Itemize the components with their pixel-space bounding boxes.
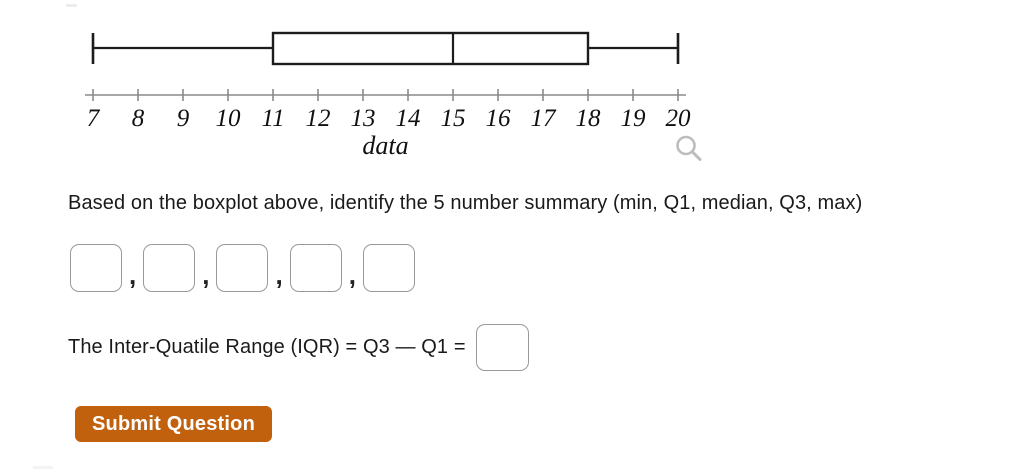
- cropped-artifact-top: [66, 4, 77, 7]
- axis-tick-label: 16: [486, 105, 512, 132]
- axis-tick-label: 14: [396, 105, 421, 132]
- axis-tick-label: 12: [306, 105, 331, 132]
- question-prompt: Based on the boxplot above, identify the…: [68, 192, 863, 214]
- axis-tick-label: 18: [576, 105, 602, 132]
- iqr-row: The Inter-Quatile Range (IQR) = Q3 — Q1 …: [68, 322, 529, 372]
- axis-tick-label: 13: [351, 105, 376, 132]
- iqr-label: The Inter-Quatile Range (IQR) = Q3 — Q1 …: [68, 335, 466, 358]
- axis-tick-label: 10: [216, 105, 242, 132]
- input-q1[interactable]: [143, 244, 196, 292]
- axis-tick-label: 20: [666, 105, 692, 132]
- axis-tick-label: 8: [132, 105, 145, 132]
- axis-tick-label: 17: [531, 105, 558, 132]
- iqr-box: [271, 31, 590, 66]
- submit-question-button[interactable]: Submit Question: [75, 406, 272, 442]
- input-q3[interactable]: [289, 244, 342, 292]
- comma-separator: ,: [129, 260, 137, 290]
- input-median[interactable]: [216, 244, 269, 292]
- boxplot-figure: 7 8 9 10 11 12 13 14 15 16 17 18 19 20 data: [60, 12, 720, 162]
- five-number-summary-inputs: , , , ,: [70, 244, 415, 292]
- magnifier-icon[interactable]: [672, 132, 704, 164]
- axis-tick-label: 7: [87, 105, 101, 132]
- comma-separator: ,: [202, 260, 210, 290]
- comma-separator: ,: [348, 260, 356, 290]
- input-iqr[interactable]: [475, 323, 529, 371]
- boxplot-svg: 7 8 9 10 11 12 13 14 15 16 17 18 19 20 data: [85, 31, 692, 160]
- axis-tick-label: 9: [177, 105, 190, 132]
- x-axis-label: data: [362, 131, 408, 160]
- comma-separator: ,: [275, 260, 283, 290]
- cropped-artifact-bottom: [33, 466, 53, 469]
- axis-tick-label: 15: [441, 105, 466, 132]
- axis-tick-label: 11: [261, 105, 284, 132]
- input-max[interactable]: [362, 244, 415, 292]
- input-min[interactable]: [70, 244, 122, 292]
- axis-tick-label: 19: [621, 105, 647, 132]
